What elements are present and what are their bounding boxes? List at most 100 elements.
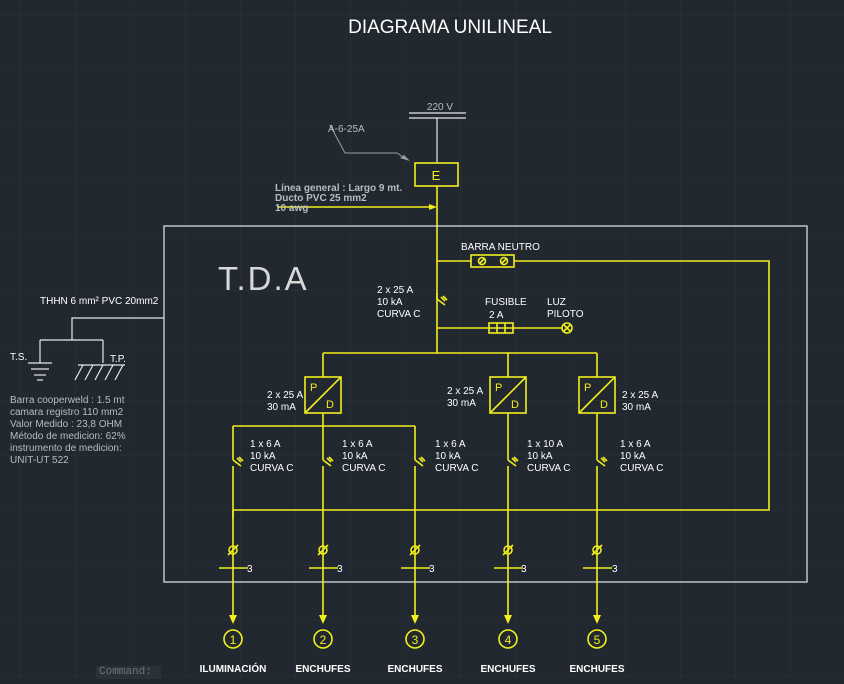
- circuit-poles: 3: [521, 564, 527, 575]
- circuit-breaker-symbol[interactable]: [414, 455, 426, 467]
- tp-label: T.P.: [110, 354, 126, 365]
- neutral-terminal-slash: [478, 257, 486, 265]
- circuit-poles: 3: [429, 564, 435, 575]
- conduit-slash: [502, 544, 514, 556]
- circuit-rating: 1 x 6 A: [342, 439, 373, 450]
- circuit-number-circle: [405, 629, 425, 649]
- feeder-arrow-icon: [429, 204, 437, 210]
- differential-d: D: [511, 399, 519, 411]
- pilot-lamp-cross: [562, 323, 572, 333]
- conduit-icon: [503, 545, 513, 555]
- conduit-slash: [227, 544, 239, 556]
- conduit-slash: [409, 544, 421, 556]
- main-breaker-ka: 10 kA: [377, 297, 403, 308]
- fuse-symbol[interactable]: [488, 322, 514, 334]
- neutral-terminal-slash: [500, 257, 508, 265]
- ground-tp-icon: [74, 364, 125, 381]
- circuit-ka: 10 kA: [342, 451, 368, 462]
- main-breaker-curve: CURVA C: [377, 309, 421, 320]
- pilot-label-1: LUZ: [547, 297, 566, 308]
- circuit-number: 5: [594, 633, 601, 647]
- circuit-curve: CURVA C: [435, 463, 479, 474]
- panel-enclosure[interactable]: [163, 225, 808, 583]
- circuit-breaker-symbol[interactable]: [596, 455, 608, 467]
- differential-sensitivity: 30 mA: [622, 402, 651, 413]
- pilot-lamp-icon[interactable]: [561, 322, 573, 334]
- neutral-terminal-icon: [477, 256, 487, 266]
- circuit-arrow-icon: [504, 615, 512, 624]
- circuit-number: 1: [230, 633, 237, 647]
- circuit-curve: CURVA C: [342, 463, 386, 474]
- differential-p: P: [495, 382, 502, 394]
- main-line-note-3: 10 awg: [275, 203, 308, 214]
- meter-label: E: [432, 168, 441, 183]
- differential-diagonal: [578, 376, 616, 414]
- circuit-name: ENCHUFES: [295, 664, 350, 675]
- differential-3[interactable]: P D 2 x 25 A 30 mA: [578, 353, 658, 455]
- circuit-ka: 10 kA: [435, 451, 461, 462]
- conduit-icon: [228, 545, 238, 555]
- circuit-arrow-icon: [593, 615, 601, 624]
- circuit-2[interactable]: 1 x 6 A 10 kA CURVA C 3 2 ENCHUFES: [295, 426, 386, 675]
- circuit-4[interactable]: 1 x 10 A 10 kA CURVA C 3 4 ENCHUFES: [480, 439, 570, 675]
- differential-diagonal: [489, 376, 527, 414]
- circuit-number-circle: [223, 629, 243, 649]
- circuit-name: ENCHUFES: [387, 664, 442, 675]
- circuit-breaker-symbol[interactable]: [232, 455, 244, 467]
- differential-sensitivity: 30 mA: [447, 398, 476, 409]
- meter-tag: A-6-25A: [328, 124, 365, 135]
- conduit-icon: [592, 545, 602, 555]
- ts-label: T.S.: [10, 352, 27, 363]
- circuit-breaker-symbol[interactable]: [507, 455, 519, 467]
- differential-diagonal: [304, 376, 342, 414]
- fuse-rating: 2 A: [489, 310, 504, 321]
- main-breaker-symbol[interactable]: [436, 293, 448, 306]
- circuit-poles: 3: [247, 564, 253, 575]
- command-line[interactable]: Command:: [96, 666, 161, 679]
- differential-rating: 2 x 25 A: [622, 390, 658, 401]
- circuit-rating: 1 x 10 A: [527, 439, 563, 450]
- circuit-1[interactable]: 1 x 6 A 10 kA CURVA C 3 1 ILUMINACIÓN: [200, 426, 294, 675]
- conduit-icon: [410, 545, 420, 555]
- ground-conductor: [71, 317, 164, 340]
- circuit-rating: 1 x 6 A: [435, 439, 466, 450]
- conduit-slash: [317, 544, 329, 556]
- differential-d: D: [326, 399, 334, 411]
- ground-note: Método de medicion: 62%: [10, 431, 126, 442]
- neutral-return: [233, 260, 770, 511]
- ground-note: instrumento de medicion:: [10, 443, 122, 454]
- differential-1[interactable]: P D 2 x 25 A 30 mA: [267, 353, 342, 426]
- circuit-rating: 1 x 6 A: [250, 439, 281, 450]
- circuit-curve: CURVA C: [250, 463, 294, 474]
- circuit-number-circle: [313, 629, 333, 649]
- differential-rating: 2 x 25 A: [267, 390, 303, 401]
- ground-note: camara registro 110 mm2: [10, 407, 124, 418]
- circuit-breaker-symbol[interactable]: [322, 455, 334, 467]
- circuit-number: 3: [412, 633, 419, 647]
- leader-arrow-icon: [400, 155, 410, 161]
- circuit-name: ENCHUFES: [569, 664, 624, 675]
- main-breaker-rating: 2 x 25 A: [377, 285, 413, 296]
- differential-sensitivity: 30 mA: [267, 402, 296, 413]
- neutral-terminal-icon: [499, 256, 509, 266]
- circuit-3[interactable]: 1 x 6 A 10 kA CURVA C 3 3 ENCHUFES: [387, 426, 479, 675]
- conduit-icon: [318, 545, 328, 555]
- circuit-rating: 1 x 6 A: [620, 439, 651, 450]
- circuit-arrow-icon: [411, 615, 419, 624]
- ground-note: Barra cooperweld : 1.5 mt: [10, 395, 125, 406]
- differential-2[interactable]: P D 2 x 25 A 30 mA: [447, 353, 527, 426]
- circuit-5[interactable]: 1 x 6 A 10 kA CURVA C 3 5 ENCHUFES: [569, 439, 663, 675]
- differential-p: P: [584, 382, 591, 394]
- circuit-number-circle: [587, 629, 607, 649]
- fuse-label: FUSIBLE: [485, 297, 527, 308]
- main-line-note-1: Línea general : Largo 9 mt.: [275, 183, 402, 194]
- conduit-slash: [591, 544, 603, 556]
- main-line-note-2: Ducto PVC 25 mm2: [275, 193, 367, 204]
- circuit-poles: 3: [337, 564, 343, 575]
- circuit-name: ILUMINACIÓN: [200, 662, 267, 675]
- circuit-number: 4: [505, 633, 512, 647]
- ground-note: Valor Medido : 23,8 OHM: [10, 419, 122, 430]
- circuit-number: 2: [320, 633, 327, 647]
- pilot-label-2: PILOTO: [547, 309, 584, 320]
